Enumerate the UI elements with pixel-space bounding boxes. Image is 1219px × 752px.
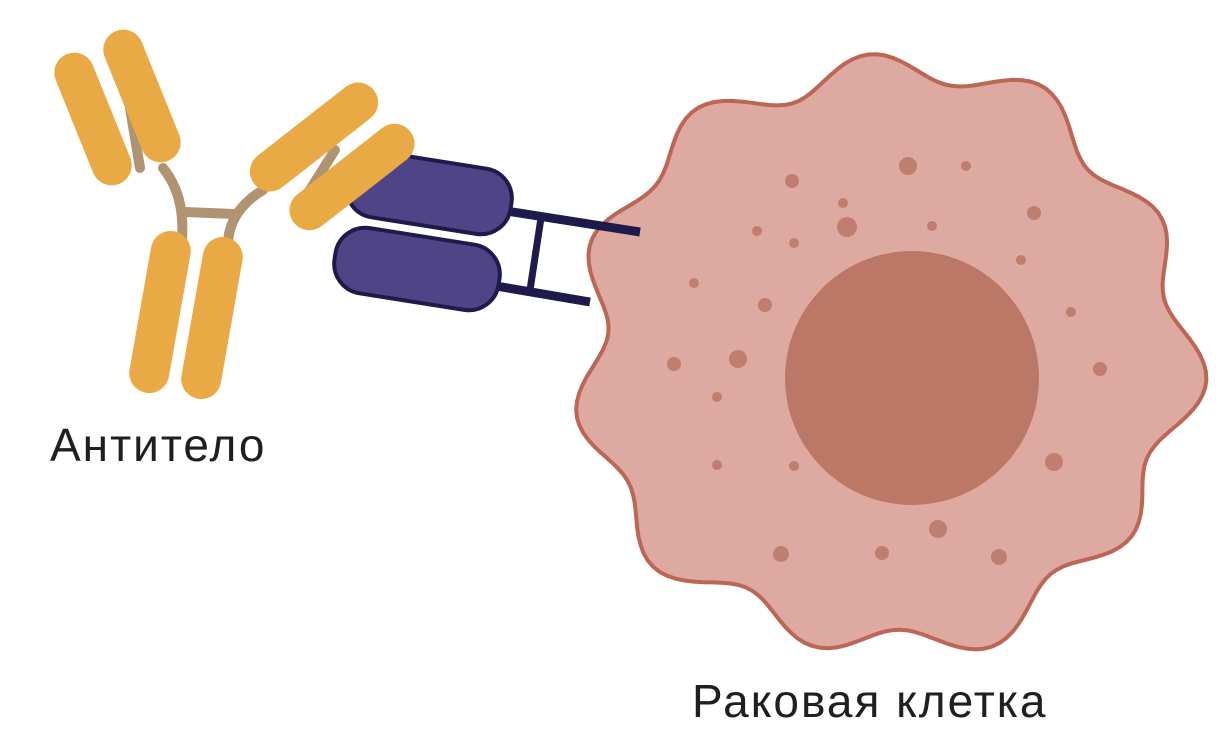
cell-granule (667, 357, 681, 371)
cell-granule (758, 298, 772, 312)
cell-granule (789, 238, 799, 248)
receptor-stalk-upper (499, 205, 641, 237)
antibody-label: Антитело (50, 419, 267, 471)
cell-granule (752, 226, 762, 236)
cell-granule (712, 460, 722, 470)
cell-granule (837, 217, 857, 237)
cell-granule (729, 350, 747, 368)
cancer-cell-label: Раковая клетка (692, 675, 1048, 727)
receptor-stalk-lower (483, 279, 591, 307)
antibody-fc-right (181, 236, 243, 400)
cell-nucleus (785, 251, 1039, 505)
cell-granule (1045, 453, 1063, 471)
cell-granule (1066, 307, 1076, 317)
receptor-bridge (526, 217, 545, 291)
cell-granule (773, 546, 789, 562)
cell-granule (789, 461, 799, 471)
antibody-light-chain-left (54, 52, 132, 186)
cell-granule (961, 161, 971, 171)
antibody-heavy-chain-right (249, 82, 379, 192)
antibody-light-chain-right (289, 123, 415, 231)
cell-granule (875, 546, 889, 560)
cell-granule (689, 278, 699, 288)
cell-granule (785, 174, 799, 188)
cell-granule (929, 520, 947, 538)
cell-granule (991, 549, 1007, 565)
cell-granule (899, 157, 917, 175)
cell-granule (1093, 362, 1107, 376)
receptor-domain-lower (332, 225, 502, 313)
cell-granule (1016, 255, 1026, 265)
antibody (54, 29, 415, 400)
antibody-fc-left (129, 230, 191, 394)
cell-granule (927, 221, 937, 231)
cancer-cell (574, 52, 1209, 652)
cell-granule (1027, 206, 1041, 220)
cell-granule (712, 392, 722, 402)
antibody-heavy-chain-left (103, 29, 181, 163)
cell-granule (838, 198, 848, 208)
cell-granules (667, 157, 1107, 565)
